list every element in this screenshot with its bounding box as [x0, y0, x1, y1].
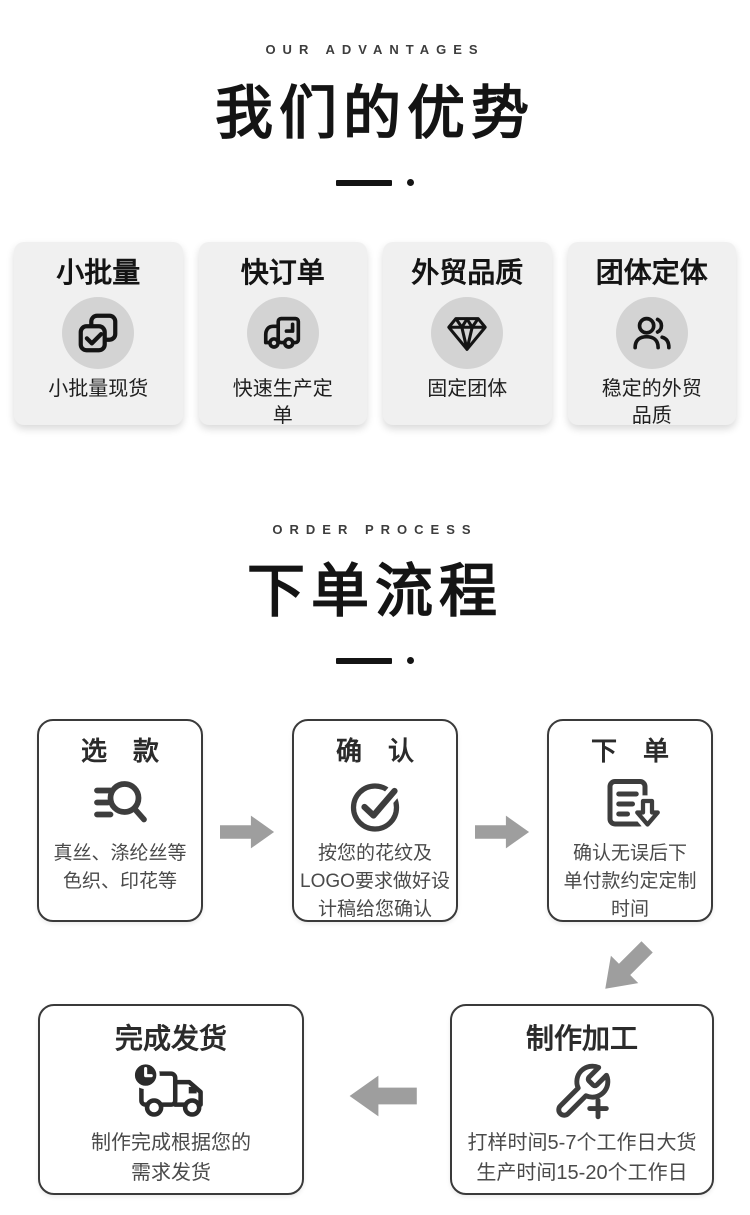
diamond-icon	[447, 317, 487, 351]
step-desc: 打样时间5-7个工作日大货 生产时间15-20个工作日	[452, 1128, 712, 1188]
advantages-card-row: 小批量 小批量现货 快订单	[14, 242, 736, 427]
advantage-card-desc: 稳定的外贸 品质	[568, 376, 737, 430]
users-icon	[633, 316, 671, 350]
step-desc: 制作完成根据您的 需求发货	[40, 1128, 302, 1188]
icon-circle	[431, 297, 504, 369]
desc-line: 确认无误后下	[572, 843, 687, 864]
desc-line: 固定团体	[427, 378, 508, 400]
flow-arrow-left-icon	[346, 1072, 418, 1125]
desc-line: 快速生产定	[232, 378, 333, 400]
step-icon-wrap	[294, 773, 456, 835]
document-download-icon	[607, 779, 660, 831]
desc-line: 需求发货	[131, 1162, 211, 1184]
underline-dash	[336, 657, 392, 664]
desc-line: 小批量现货	[48, 378, 149, 400]
process-eyebrow: ORDER PROCESS	[272, 522, 478, 537]
advantage-card-title: 小批量	[56, 257, 141, 288]
desc-line: 单	[272, 405, 293, 427]
step-icon-wrap	[39, 773, 201, 835]
advantage-card-title: 快订单	[240, 257, 325, 288]
desc-line: LOGO要求做好设	[300, 871, 450, 892]
step-card-confirm: 确 认 按您的花纹及 LOGO要求做好设 计稿给您确认	[292, 719, 458, 922]
copy-check-icon	[78, 313, 118, 353]
advantages-eyebrow: OUR ADVANTAGES	[265, 42, 485, 57]
advantage-card-group-custom: 团体定体 稳定的外贸 品质	[567, 242, 736, 427]
advantage-card-trade-quality: 外贸品质 固定团体	[383, 242, 552, 425]
step-icon-wrap	[40, 1060, 302, 1124]
step-desc: 确认无误后下 单付款约定定制 时间	[549, 840, 711, 924]
step-desc: 真丝、涤纶丝等 色织、印花等	[39, 840, 201, 896]
step-title: 制作加工	[525, 1023, 638, 1054]
step-title: 确 认	[335, 736, 414, 766]
desc-line: 计稿给您确认	[317, 899, 432, 920]
wrench-plus-icon	[556, 1063, 611, 1120]
desc-line: 稳定的外贸	[601, 378, 702, 400]
desc-line: 时间	[610, 899, 649, 920]
desc-line: 真丝、涤纶丝等	[53, 843, 187, 864]
step-title: 下 单	[590, 736, 669, 766]
step-card-select: 选 款 真丝、涤纶丝等 色织、印花等	[37, 719, 203, 922]
step-card-place-order: 下 单 确认无误后下 单付款约定定制 时间	[547, 719, 713, 922]
advantage-card-fast-order: 快订单 快速生产定 单	[198, 242, 367, 427]
desc-line: 制作完成根据您的	[91, 1132, 251, 1154]
step-icon-wrap	[549, 773, 711, 835]
process-title-underline	[0, 657, 750, 664]
advantage-card-desc: 快速生产定 单	[199, 376, 368, 430]
desc-line: 单付款约定定制	[563, 871, 697, 892]
desc-line: 生产时间15-20个工作日	[476, 1162, 688, 1184]
step-card-production: 制作加工 打样时间5-7个工作日大货 生产时间15-20个工作日	[450, 1004, 714, 1195]
desc-line: 打样时间5-7个工作日大货	[467, 1132, 697, 1154]
advantage-card-small-batch: 小批量 小批量现货	[14, 242, 183, 425]
icon-circle	[62, 297, 135, 369]
advantage-card-title: 团体定体	[595, 257, 708, 288]
underline-dot	[407, 657, 414, 664]
flow-arrow-down-left-icon	[594, 934, 660, 1005]
flow-arrow-right-icon	[219, 812, 276, 857]
advantages-title-underline	[0, 179, 750, 186]
advantage-card-desc: 小批量现货	[14, 376, 183, 403]
underline-dash	[336, 179, 392, 186]
truck-clock-badge-icon	[131, 1061, 203, 1117]
process-title: 下单流程	[246, 559, 503, 624]
desc-line: 色织、印花等	[62, 871, 177, 892]
step-title: 完成发货	[114, 1023, 227, 1054]
icon-circle	[246, 297, 319, 369]
advantage-card-title: 外贸品质	[411, 257, 524, 288]
step-desc: 按您的花纹及 LOGO要求做好设 计稿给您确认	[294, 840, 456, 924]
advantage-card-desc: 固定团体	[383, 376, 552, 403]
process-steps-row: 选 款 真丝、涤纶丝等 色织、印花等 确 认	[37, 719, 713, 922]
step-icon-wrap	[452, 1060, 712, 1124]
step-card-delivery: 完成发货 制作完成根据您的 需求发货	[38, 1004, 304, 1195]
icon-circle	[615, 297, 688, 369]
check-circle-icon	[350, 783, 402, 832]
desc-line: 品质	[631, 405, 672, 427]
advantages-title: 我们的优势	[214, 81, 535, 146]
truck-clock-icon	[263, 316, 300, 349]
desc-line: 按您的花纹及	[317, 843, 432, 864]
step-title: 选 款	[80, 736, 159, 766]
underline-dot	[407, 179, 414, 186]
flow-arrow-right-icon	[474, 812, 531, 857]
search-list-icon	[94, 781, 147, 823]
